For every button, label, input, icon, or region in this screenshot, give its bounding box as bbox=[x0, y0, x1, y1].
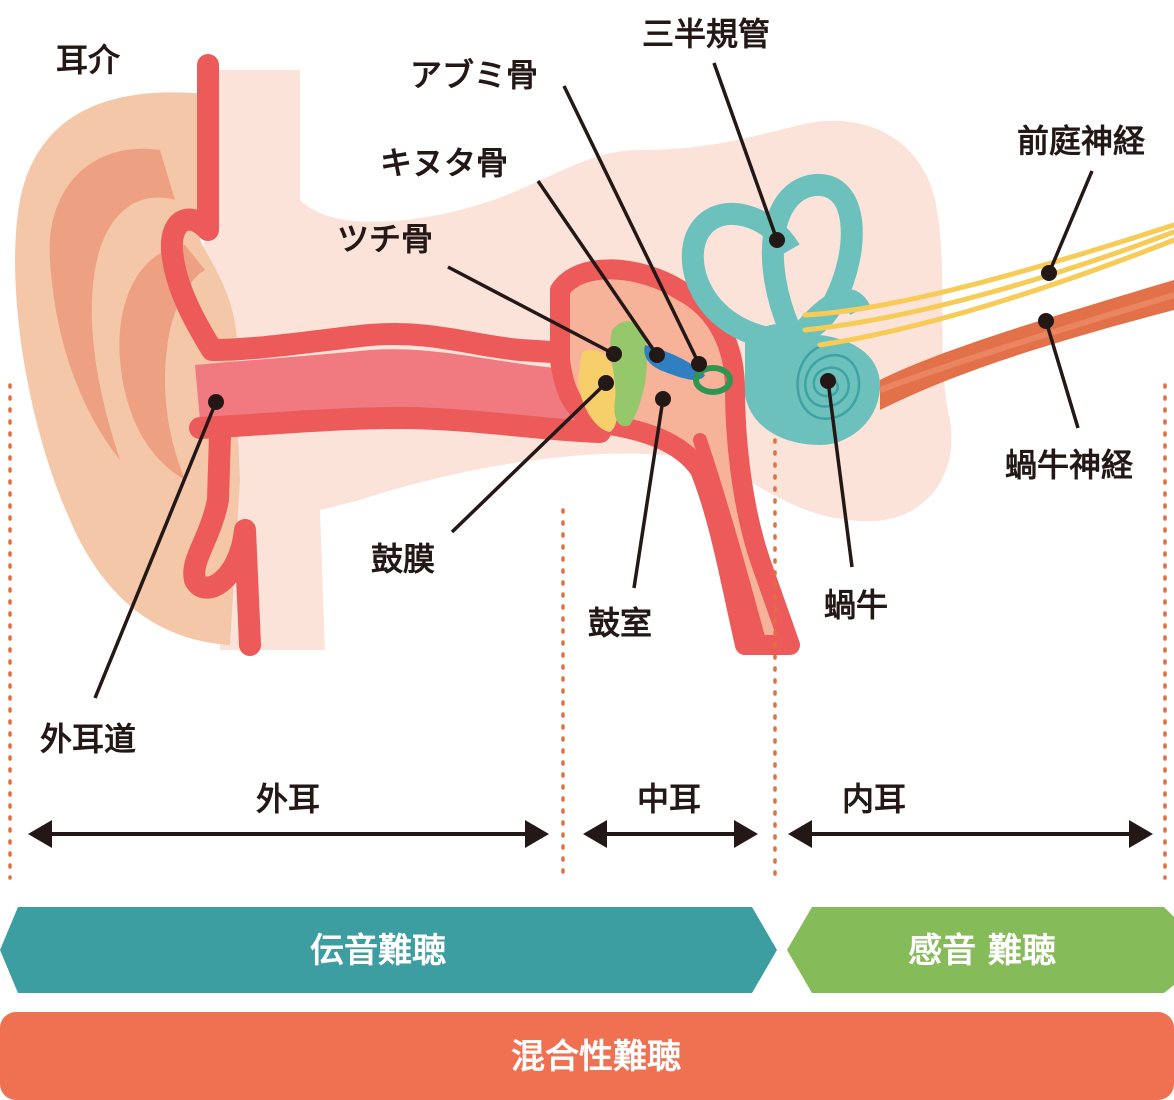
ear-canal-lower-edge bbox=[189, 406, 611, 443]
label-semicircular-canals: 三半規管 bbox=[642, 15, 770, 53]
leader-line-vestibular bbox=[1047, 170, 1094, 274]
cochlear-nerve-shape bbox=[880, 280, 1174, 410]
section-dividers bbox=[8, 383, 1167, 880]
leader-line-eardrum bbox=[450, 381, 608, 534]
leader-line-malleus bbox=[447, 265, 615, 356]
leader-line-ear-canal bbox=[93, 401, 218, 699]
label-incus: キヌタ骨 bbox=[380, 144, 508, 182]
ear-canal-wall-upper bbox=[160, 54, 611, 366]
label-cochlear-nerve: 蝸牛神経 bbox=[1005, 446, 1134, 484]
eustachian-tube bbox=[693, 433, 767, 652]
leader-line-incus bbox=[536, 180, 659, 356]
auricle-fold-outer bbox=[49, 148, 175, 460]
section-arrows bbox=[28, 820, 1153, 848]
arrow-inner-left-head bbox=[788, 820, 812, 848]
section-label-outer: 外耳 bbox=[256, 780, 320, 818]
band-conductive bbox=[0, 907, 777, 993]
arrow-outer-left-head bbox=[28, 820, 52, 848]
band-mixed-label: 混合性難聴 bbox=[511, 1037, 681, 1077]
arrow-middle-right-head bbox=[734, 820, 758, 848]
leader-line-tympanic bbox=[632, 398, 665, 589]
leader-line-stapes bbox=[562, 85, 701, 365]
leader-line-cochlea bbox=[826, 380, 854, 568]
leader-dots bbox=[208, 232, 1057, 410]
band-sensorineural-label: 感音 難聴 bbox=[908, 931, 1056, 971]
label-cochlea: 蝸牛 bbox=[824, 586, 888, 624]
band-conductive-label: 伝音難聴 bbox=[310, 931, 446, 971]
cochlear-nerve-highlight bbox=[878, 292, 1174, 393]
leader-line-cochlear-nerve bbox=[1044, 320, 1080, 429]
cochlea-spiral bbox=[796, 343, 861, 420]
label-auricle: 耳介 bbox=[56, 41, 121, 79]
ear-canal-wall-lower bbox=[183, 424, 261, 656]
label-ear-canal: 外耳道 bbox=[40, 720, 136, 758]
leader-line-semicircular bbox=[712, 62, 779, 241]
malleus-shape bbox=[610, 321, 647, 427]
auricle-fold-inner bbox=[119, 245, 205, 480]
label-eardrum: 鼓膜 bbox=[371, 540, 435, 578]
leader-lines bbox=[93, 62, 1094, 699]
ear-canal-tube bbox=[195, 349, 600, 420]
vestibule-shape bbox=[745, 323, 880, 445]
band-sensorineural bbox=[787, 907, 1174, 993]
band-mixed bbox=[0, 1012, 1174, 1100]
stapes-shape bbox=[693, 365, 733, 395]
section-label-middle: 中耳 bbox=[637, 780, 701, 818]
label-vestibular-nerve: 前庭神経 bbox=[1017, 122, 1146, 160]
label-tympanic-cavity: 鼓室 bbox=[588, 604, 652, 642]
label-malleus: ツチ骨 bbox=[337, 220, 433, 258]
arrow-middle-left-head bbox=[583, 820, 607, 848]
section-label-inner: 内耳 bbox=[842, 780, 906, 818]
vestibular-nerve-bundle bbox=[802, 222, 1174, 348]
label-stapes: アブミ骨 bbox=[410, 56, 538, 94]
arrow-outer-right-head bbox=[525, 820, 549, 848]
arrow-inner-right-head bbox=[1129, 820, 1153, 848]
